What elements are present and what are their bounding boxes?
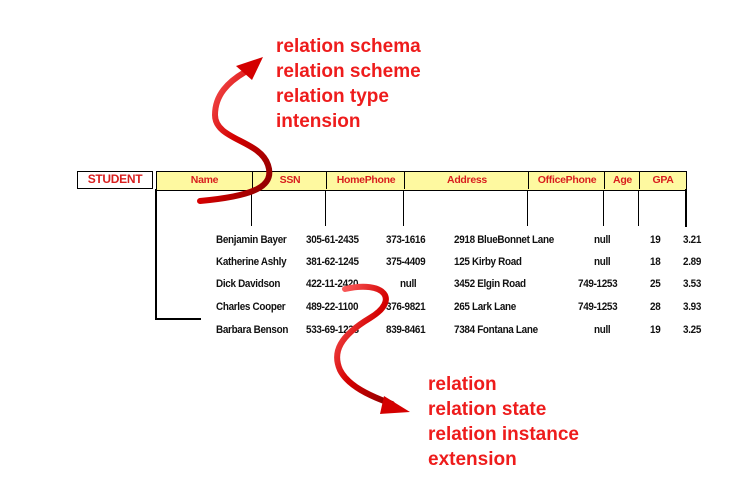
column-divider bbox=[325, 190, 326, 226]
cell-gpa: 3.53 bbox=[683, 278, 702, 290]
cell-gpa: 2.89 bbox=[683, 256, 702, 268]
state-terms-list: relation relation state relation instanc… bbox=[428, 372, 579, 472]
cell-address: 3452 Elgin Road bbox=[454, 278, 526, 290]
cell-ssn: 489-22-1100 bbox=[306, 301, 359, 313]
cell-name: Benjamin Bayer bbox=[216, 234, 287, 246]
cell-homephone: 376-9821 bbox=[386, 301, 426, 313]
cell-address: 265 Lark Lane bbox=[454, 301, 516, 313]
state-term: relation instance bbox=[428, 424, 579, 445]
cell-age: 28 bbox=[650, 301, 661, 313]
cell-address: 125 Kirby Road bbox=[454, 256, 522, 268]
cell-ssn: 305-61-2435 bbox=[306, 234, 359, 246]
relation-name-box: STUDENT bbox=[77, 171, 153, 189]
cell-age: 19 bbox=[650, 234, 661, 246]
cell-homephone: 373-1616 bbox=[386, 234, 426, 246]
cell-age: 25 bbox=[650, 278, 661, 290]
schema-arrow-icon bbox=[197, 57, 273, 204]
state-term: relation state bbox=[428, 399, 547, 420]
cell-name: Charles Cooper bbox=[216, 301, 286, 313]
column-divider bbox=[403, 190, 404, 226]
schema-term: relation scheme bbox=[276, 61, 421, 82]
cell-gpa: 3.21 bbox=[683, 234, 702, 246]
column-divider bbox=[638, 190, 639, 226]
table-bottom-left-border bbox=[155, 318, 201, 320]
schema-term: relation type bbox=[276, 86, 389, 107]
column-header-ssn: SSN bbox=[252, 172, 327, 189]
schema-terms-list: relation schema relation scheme relation… bbox=[276, 34, 421, 134]
cell-homephone: null bbox=[400, 278, 417, 290]
cell-officephone: null bbox=[594, 256, 611, 268]
column-header-age: Age bbox=[604, 172, 640, 189]
cell-homephone: 375-4409 bbox=[386, 256, 426, 268]
column-header-address: Address bbox=[404, 172, 529, 189]
column-header-officephone: OfficePhone bbox=[528, 172, 605, 189]
cell-age: 18 bbox=[650, 256, 661, 268]
column-header-homephone: HomePhone bbox=[326, 172, 405, 189]
cell-officephone: 749-1253 bbox=[578, 301, 618, 313]
cell-address: 2918 BlueBonnet Lane bbox=[454, 234, 554, 246]
column-divider bbox=[527, 190, 528, 226]
schema-header-row: Name SSN HomePhone Address OfficePhone A… bbox=[156, 171, 687, 191]
cell-homephone: 839-8461 bbox=[386, 324, 426, 336]
table-left-border bbox=[155, 189, 157, 320]
cell-name: Dick Davidson bbox=[216, 278, 281, 290]
cell-name: Barbara Benson bbox=[216, 324, 289, 336]
cell-name: Katherine Ashly bbox=[216, 256, 287, 268]
table-right-border bbox=[685, 189, 687, 227]
cell-officephone: 749-1253 bbox=[578, 278, 618, 290]
column-divider bbox=[603, 190, 604, 226]
cell-gpa: 3.25 bbox=[683, 324, 702, 336]
schema-term: intension bbox=[276, 111, 361, 132]
cell-ssn: 381-62-1245 bbox=[306, 256, 359, 268]
cell-officephone: null bbox=[594, 324, 611, 336]
column-header-name: Name bbox=[190, 174, 219, 186]
column-header-gpa: GPA bbox=[639, 172, 686, 189]
state-term: relation bbox=[428, 374, 497, 395]
column-divider bbox=[251, 190, 252, 226]
state-term: extension bbox=[428, 449, 517, 470]
cell-address: 7384 Fontana Lane bbox=[454, 324, 538, 336]
state-arrow-icon bbox=[334, 283, 410, 414]
cell-age: 19 bbox=[650, 324, 661, 336]
schema-term: relation schema bbox=[276, 36, 421, 57]
cell-officephone: null bbox=[594, 234, 611, 246]
cell-gpa: 3.93 bbox=[683, 301, 702, 313]
